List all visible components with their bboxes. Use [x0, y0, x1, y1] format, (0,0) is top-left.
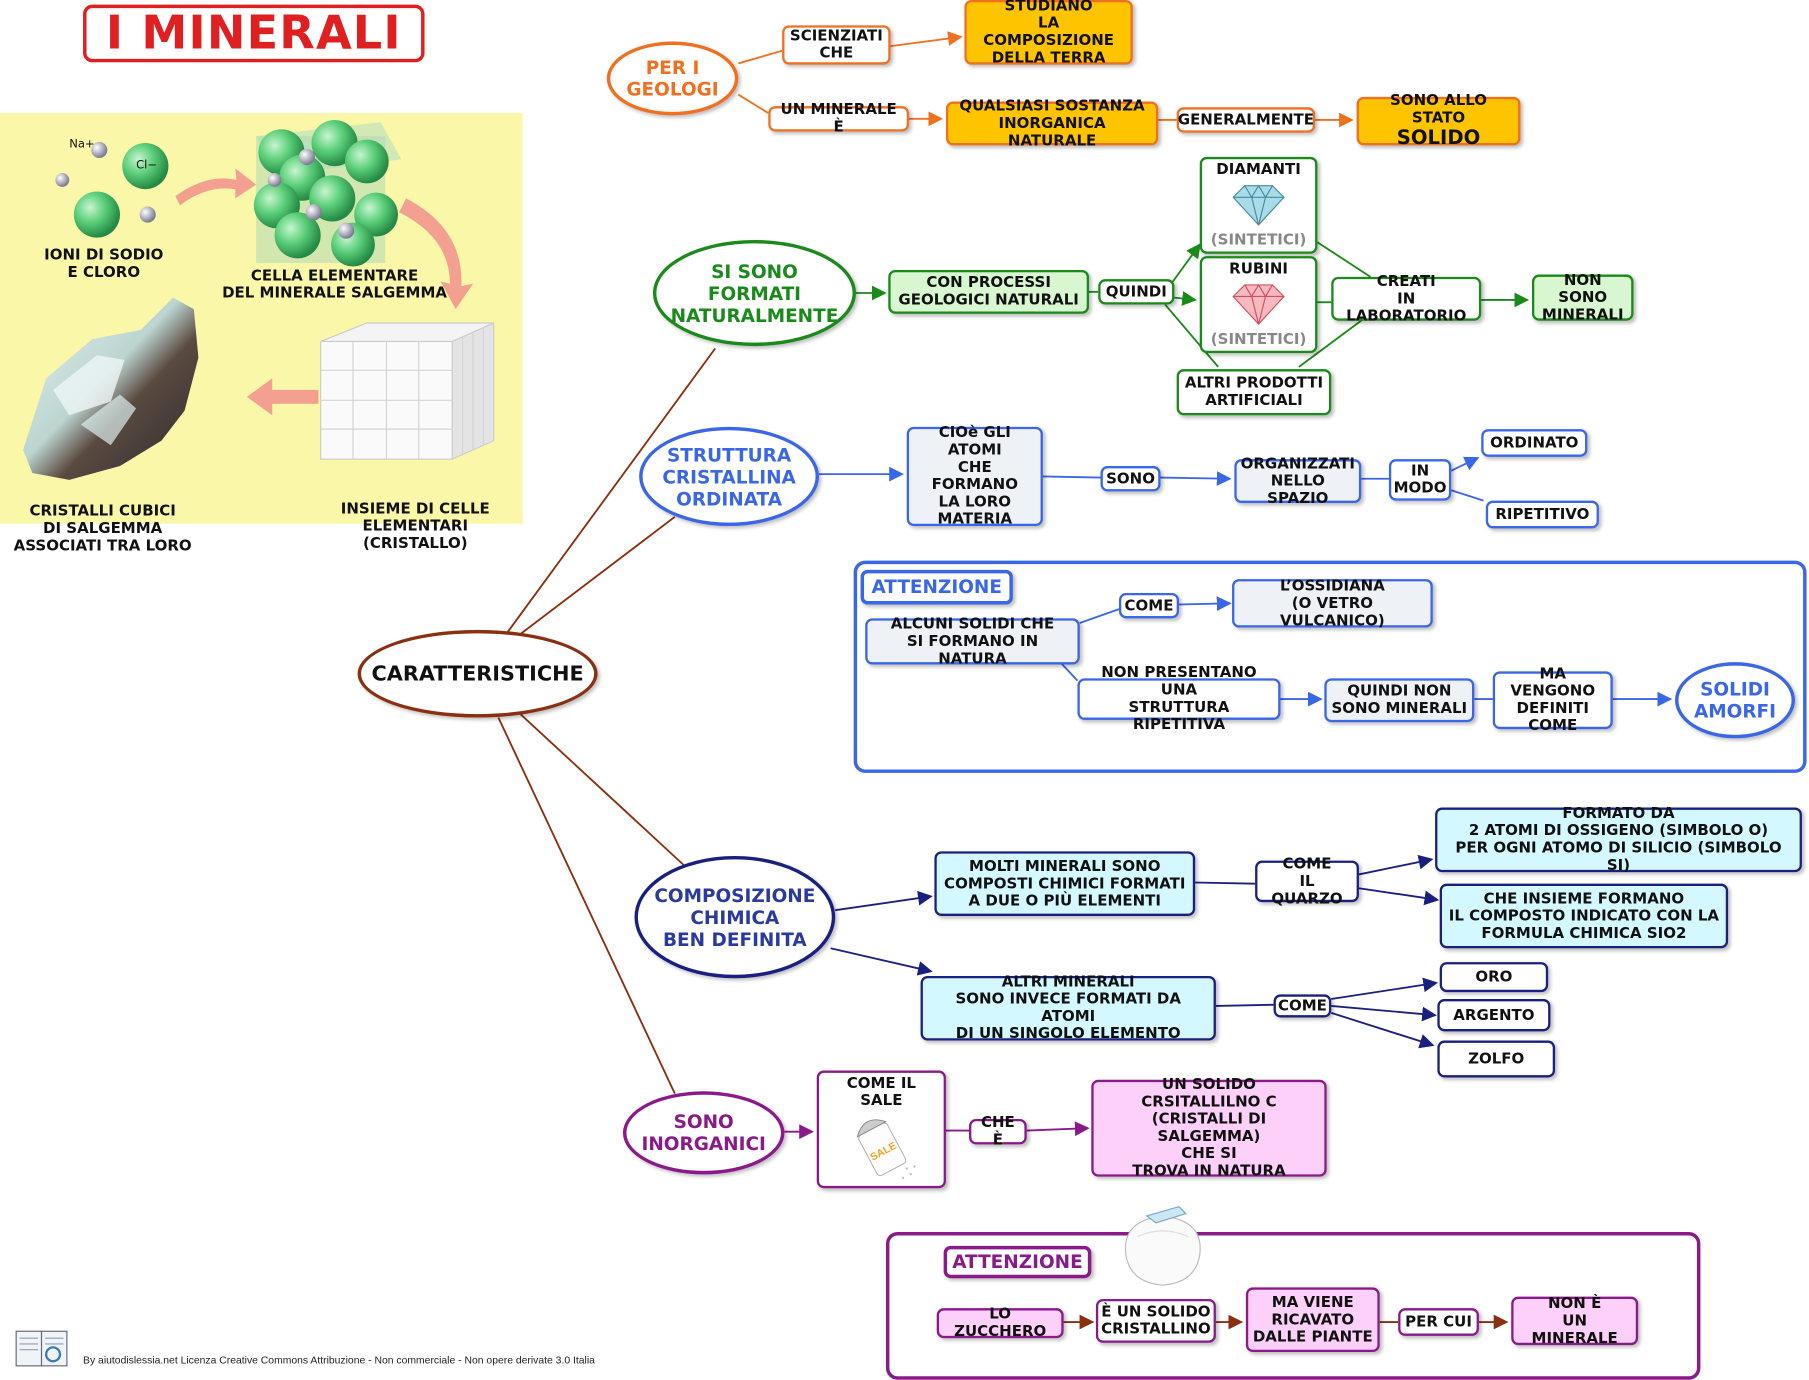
node-altri-prodotti: ALTRI PRODOTTI ARTIFICIALI	[1176, 369, 1332, 416]
node-quindi: QUINDI	[1098, 279, 1175, 305]
node-argento: ARGENTO	[1437, 999, 1551, 1032]
node-processi-geologici: CON PROCESSI GEOLOGICI NATURALI	[888, 269, 1089, 314]
node-come-ossidiana: COME	[1118, 592, 1179, 619]
node-composizione-chimica: COMPOSIZIONE CHIMICA BEN DEFINITA	[634, 855, 836, 979]
node-oro: ORO	[1439, 962, 1549, 993]
sodium-label: Na+	[69, 138, 95, 152]
node-formati-naturalmente: SI SONO FORMATI NATURALMENTE	[652, 239, 856, 347]
rock-label: CRISTALLI CUBICI DI SALGEMMA ASSOCIATI T…	[13, 502, 192, 555]
node-alcuni-solidi: ALCUNI SOLIDI CHE SI FORMANO IN NATURA	[865, 615, 1080, 667]
node-studiano: STUDIANO LA COMPOSIZIONE DELLA TERRA	[964, 0, 1133, 67]
sugar-bowl-icon	[1124, 1206, 1201, 1286]
node-diamanti: DIAMANTI (SINTETICI)	[1199, 156, 1318, 254]
ruby-icon	[1232, 283, 1285, 326]
chloride-ion	[122, 143, 169, 190]
diamond-icon	[1232, 184, 1285, 226]
book-logo-icon	[15, 1330, 68, 1367]
rubini-sintetici: (SINTETICI)	[1210, 331, 1307, 349]
node-organizzati: ORGANIZZATI NELLO SPAZIO	[1234, 455, 1362, 507]
attenzione-panel-amorfi	[853, 560, 1807, 773]
node-ripetitivo: RIPETITIVO	[1485, 500, 1599, 529]
node-un-solido-cristallino: UN SOLIDO CRSITALLILNO C (CRISTALLI DI S…	[1091, 1076, 1327, 1180]
license-credit: By aiutodislessia.net Licenza Creative C…	[83, 1354, 595, 1366]
arrow-icon	[175, 168, 257, 206]
node-rubini: RUBINI (SINTETICI)	[1199, 256, 1318, 354]
node-struttura-cristallina: STRUTTURA CRISTALLINA ORDINATA	[639, 426, 820, 527]
diamanti-label: DIAMANTI	[1216, 161, 1301, 179]
node-qualsiasi-sostanza: QUALSIASI SOSTANZA INORGANICA NATURALE	[945, 97, 1159, 149]
node-come-il-sale: COME IL SALE SALE	[816, 1070, 946, 1189]
node-come-elementi: COME	[1273, 994, 1332, 1018]
node-creati-laboratorio: CREATI IN LABORATORIO	[1331, 273, 1482, 325]
unit-cell-label: CELLA ELEMENTARE DEL MINERALE SALGEMMA	[222, 267, 448, 303]
node-stato-solido: SONO ALLO STATO SOLIDO	[1356, 92, 1521, 150]
node-e-un-solido: È UN SOLIDO CRISTALLINO	[1095, 1298, 1216, 1343]
crystal-formation-illustration	[23, 119, 495, 480]
come-il-sale-label: COME IL SALE	[846, 1075, 916, 1110]
node-non-sono-minerali: NON SONO MINERALI	[1531, 272, 1634, 324]
node-ma-vengono: MA VENGONO DEFINITI COME	[1492, 666, 1613, 735]
node-formato-da: FORMATO DA 2 ATOMI DI OSSIGENO (SIMBOLO …	[1435, 805, 1802, 874]
node-per-i-geologi: PER I GEOLOGI	[606, 41, 739, 116]
ions-label: IONI DI SODIO E CLORO	[44, 246, 164, 282]
stato-solido-line1: SONO ALLO STATO	[1390, 92, 1488, 127]
node-che-e: CHE È	[969, 1114, 1027, 1149]
node-ma-viene-ricavato: MA VIENE RICAVATO DALLE PIANTE	[1245, 1287, 1380, 1353]
diamanti-sintetici: (SINTETICI)	[1210, 231, 1307, 250]
center-node-caratteristiche: CARATTERISTICHE	[357, 629, 598, 718]
node-molti-minerali: MOLTI MINERALI SONO COMPOSTI CHIMICI FOR…	[934, 851, 1196, 916]
node-sono: SONO	[1100, 466, 1161, 492]
node-quindi-non-minerali: QUINDI NON SONO MINERALI	[1324, 678, 1475, 723]
rubini-label: RUBINI	[1229, 260, 1289, 279]
node-non-e-un-minerale: NON È UN MINERALE	[1511, 1295, 1639, 1347]
crystal-label: INSIEME DI CELLE ELEMENTARI (CRISTALLO)	[340, 500, 490, 553]
node-lo-zucchero: LO ZUCCHERO	[936, 1306, 1064, 1340]
sodium-ion	[91, 141, 108, 159]
node-un-minerale: UN MINERALE È	[768, 102, 910, 136]
salt-shaker-icon: SALE	[856, 1119, 916, 1180]
node-generalmente: GENERALMENTE	[1176, 107, 1316, 133]
attenzione-panel-zucchero	[885, 1232, 1701, 1380]
node-come-il-quarzo: COME IL QUARZO	[1255, 855, 1359, 907]
node-in-modo: IN MODO	[1388, 459, 1452, 501]
node-cioe-gli-atomi: CIOè GLI ATOMI CHE FORMANO LA LORO MATER…	[906, 425, 1043, 528]
node-per-cui: PER CUI	[1398, 1308, 1479, 1336]
node-ordinato: ORDINATO	[1481, 429, 1588, 457]
salgemma-rock-icon	[23, 297, 199, 480]
attenzione-label-2: ATTENZIONE	[943, 1245, 1092, 1279]
crystal-cube-icon	[320, 322, 495, 461]
node-zolfo: ZOLFO	[1437, 1040, 1556, 1078]
node-sono-inorganici: SONO INORGANICI	[622, 1091, 785, 1175]
chloride-label: Cl−	[136, 159, 158, 172]
node-solidi-amorfi: SOLIDI AMORFI	[1675, 662, 1796, 739]
node-scienziati: SCIENZIATI CHE	[782, 25, 891, 65]
node-altri-minerali: ALTRI MINERALI SONO INVECE FORMATI DA AT…	[920, 974, 1216, 1043]
node-non-presentano: NON PRESENTANO UNA STRUTTURA RIPETITIVA	[1077, 664, 1281, 734]
unit-cell-icon	[253, 119, 402, 267]
page-title: I MINERALI	[83, 4, 425, 63]
node-che-insieme: CHE INSIEME FORMANO IL COMPOSTO INDICATO…	[1439, 883, 1729, 949]
node-ossidiana: L’OSSIDIANA (O VETRO VULCANICO)	[1232, 577, 1433, 629]
attenzione-label-1: ATTENZIONE	[860, 569, 1013, 605]
stato-solido-line2: SOLIDO	[1396, 126, 1481, 150]
salgemma-illustration-panel: Na+ Cl− IONI DI SODIO E CLORO CELLA ELEM…	[0, 113, 523, 555]
